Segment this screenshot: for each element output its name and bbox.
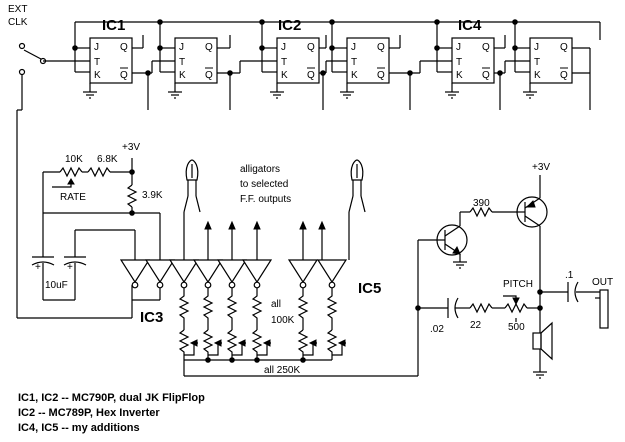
pin-qbar: Q: [120, 70, 128, 81]
pin-q: Q: [205, 42, 213, 53]
out-label: OUT: [592, 277, 613, 288]
pin-t: T: [94, 57, 100, 68]
pin-qbar: Q: [205, 70, 213, 81]
component-labels: EXT CLK IC1 IC2 IC4 10K 6.8K RATE 3.9K +…: [8, 4, 613, 376]
parts-notes: IC1, IC2 -- MC790P, dual JK FlipFlop IC2…: [18, 392, 205, 434]
flip-flop-4b: [529, 37, 573, 84]
pitch-label: PITCH: [503, 279, 533, 290]
pin-qbar: Q: [307, 70, 315, 81]
output-jack: [599, 289, 609, 329]
pin-t: T: [456, 57, 462, 68]
pin-q: Q: [377, 42, 385, 53]
rate-label: RATE: [60, 192, 86, 203]
ic1-label: IC1: [102, 17, 125, 34]
pin-t: T: [534, 57, 540, 68]
output-amplifier: [415, 175, 609, 379]
r390-label: 390: [473, 198, 490, 209]
pin-qbar: Q: [482, 70, 490, 81]
ext-clock-switch: [16, 42, 47, 318]
pin-j: J: [456, 42, 461, 53]
pin-j: J: [94, 42, 99, 53]
note-line-3: IC4, IC5 -- my additions: [18, 422, 140, 434]
pin-q: Q: [307, 42, 315, 53]
flip-flop-1a: [89, 37, 133, 84]
flip-flop-chain: [43, 19, 601, 110]
r22-label: 22: [470, 320, 482, 331]
note-line-2: IC2 -- MC789P, Hex Inverter: [18, 407, 160, 419]
speaker: [532, 332, 542, 350]
c02-label: .02: [430, 324, 444, 335]
ic4-label: IC4: [458, 17, 482, 34]
pin-k: K: [534, 70, 541, 81]
pin-q: Q: [482, 42, 490, 53]
r10k-label: 10K: [65, 154, 83, 165]
pin-j: J: [179, 42, 184, 53]
c01-label: .1: [565, 270, 574, 281]
r500-label: 500: [508, 322, 525, 333]
ic5-label: IC5: [358, 280, 381, 297]
pin-t: T: [281, 57, 287, 68]
plus-sign-2: +: [67, 262, 73, 273]
pin-k: K: [351, 70, 358, 81]
pin-q: Q: [120, 42, 128, 53]
to-selected-label: to selected: [240, 179, 288, 190]
r100k-label: 100K: [271, 315, 295, 326]
pin-t: T: [351, 57, 357, 68]
note-line-1: IC1, IC2 -- MC790P, dual JK FlipFlop: [18, 392, 205, 404]
pin-qbar: Q: [377, 70, 385, 81]
pin-t: T: [179, 57, 185, 68]
pin-k: K: [281, 70, 288, 81]
pin-k: K: [456, 70, 463, 81]
transistor-2: [516, 196, 548, 228]
supply-3v-label: +3V: [122, 142, 140, 153]
ff-pin-labels: J T K Q Q J T K Q Q J T K Q Q J T K Q: [94, 42, 568, 81]
ff-outputs-label: F.F. outputs: [240, 194, 291, 205]
flip-flop-4a: [451, 37, 495, 84]
clock-oscillator: [17, 158, 176, 319]
clk-label: CLK: [8, 17, 28, 28]
ic2-label: IC2: [278, 17, 301, 34]
supply-3v-label-2: +3V: [532, 162, 550, 173]
ic3-label: IC3: [140, 309, 163, 326]
pin-j: J: [281, 42, 286, 53]
r68k-label: 6.8K: [97, 154, 118, 165]
all-label: all: [271, 299, 281, 310]
c10uf-label: 10uF: [45, 280, 68, 291]
pin-j: J: [351, 42, 356, 53]
pin-q: Q: [560, 42, 568, 53]
pin-qbar: Q: [560, 70, 568, 81]
all-250k-label: all 250K: [264, 365, 300, 376]
pin-k: K: [94, 70, 101, 81]
pin-k: K: [179, 70, 186, 81]
inverter-mixer: [168, 159, 418, 377]
plus-sign: +: [35, 262, 41, 273]
pin-j: J: [534, 42, 539, 53]
ext-label: EXT: [8, 4, 27, 15]
alligators-label: alligators: [240, 164, 280, 175]
r39k-label: 3.9K: [142, 190, 163, 201]
